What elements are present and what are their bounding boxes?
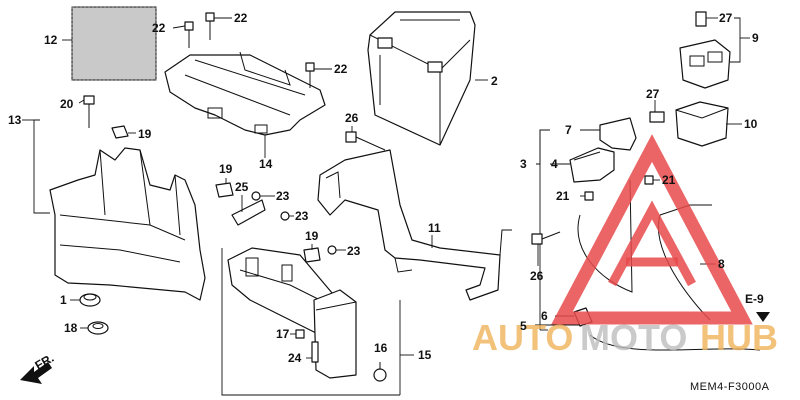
part-21-bolt-a [584, 191, 594, 201]
callout-5: 5 [520, 319, 527, 333]
callout-1: 1 [60, 293, 67, 307]
callout-9: 9 [752, 31, 759, 45]
part-17-collar [295, 329, 305, 339]
part-18-grommet [87, 321, 109, 335]
callout-8: 8 [718, 257, 725, 271]
watermark-text-moto: MOTO [580, 317, 687, 358]
reference-e9: E-9 [745, 292, 770, 322]
callout-26-b: 26 [530, 269, 544, 283]
part-10-cover [675, 101, 729, 147]
part-14-battery-tray [164, 51, 326, 136]
callout-19-a: 19 [138, 127, 152, 141]
callout-19-c: 19 [305, 229, 319, 243]
callout-15: 15 [418, 348, 432, 362]
callout-22-c: 22 [334, 62, 348, 76]
callout-25: 25 [235, 180, 249, 194]
part-11-bracket [317, 149, 512, 301]
part-23-screw-b [280, 211, 290, 221]
callout-2: 2 [491, 74, 498, 88]
callout-11: 11 [428, 221, 441, 235]
part-1-grommet [79, 293, 101, 307]
part-26-bolt-b [531, 231, 561, 245]
watermark-text-hub: HUB [700, 317, 778, 358]
part-13-battery-case [49, 147, 206, 301]
callout-27-b: 27 [646, 87, 660, 101]
callout-23-c: 23 [347, 244, 361, 258]
part-23-screw-a [251, 191, 261, 201]
callout-17: 17 [276, 327, 290, 341]
part-9-relay [679, 39, 731, 89]
callout-4: 4 [551, 157, 558, 171]
callout-22-b: 22 [234, 11, 248, 25]
diagram-code: MEM4-F3000A [690, 381, 770, 393]
callout-13: 13 [8, 113, 22, 127]
part-22-bolt-b [205, 12, 215, 40]
part-15-fuse-box [227, 247, 357, 379]
callout-18: 18 [64, 321, 78, 335]
part-4-relay [569, 147, 615, 183]
callout-20: 20 [60, 97, 74, 111]
callout-24: 24 [288, 351, 302, 365]
watermark-logo [551, 134, 753, 325]
front-marker: FR. [20, 351, 56, 384]
front-arrow-icon [20, 362, 52, 384]
part-26-bolt-a [345, 131, 386, 151]
front-label: FR. [33, 351, 57, 373]
part-23-screw-c [327, 245, 337, 255]
part-19-clip-c [303, 247, 321, 263]
callout-22-a: 22 [152, 21, 166, 35]
part-19-clip-b [215, 182, 234, 198]
watermark-text: AUTO MOTO HUB [472, 317, 778, 358]
watermark-text-auto: AUTO [472, 317, 573, 358]
callout-16: 16 [374, 341, 388, 355]
callout-21-a: 21 [556, 189, 570, 203]
callout-3: 3 [520, 157, 527, 171]
callout-23-b: 23 [295, 209, 309, 223]
part-27-fuse-b [649, 111, 665, 123]
part-24-pin [311, 341, 319, 363]
part-27-fuse-a [695, 11, 707, 27]
callout-23-a: 23 [276, 189, 290, 203]
part-19-clip-a [111, 125, 129, 139]
part-20-screw [83, 95, 95, 128]
callout-21-b: 21 [662, 173, 676, 187]
part-12-sheet [71, 6, 157, 81]
callout-14: 14 [259, 157, 273, 171]
callout-12: 12 [44, 33, 58, 47]
part-22-bolt-c [305, 62, 315, 88]
part-22-bolt-a [184, 21, 194, 48]
part-2-battery [367, 11, 476, 146]
callouts: 12 13 20 19 1 18 22 22 22 14 2 26 19 25 … [8, 11, 759, 365]
part-7-cover [599, 117, 637, 151]
part-21-bolt-b [644, 175, 654, 185]
part-16-screw [373, 362, 387, 382]
part-25-bracket [231, 199, 266, 226]
callout-19-b: 19 [219, 162, 233, 176]
callout-7: 7 [565, 123, 572, 137]
callout-26-a: 26 [345, 111, 359, 125]
callout-6: 6 [541, 309, 548, 323]
reference-label: E-9 [745, 292, 764, 306]
callout-27-a: 27 [719, 11, 733, 25]
callout-10: 10 [744, 117, 758, 131]
